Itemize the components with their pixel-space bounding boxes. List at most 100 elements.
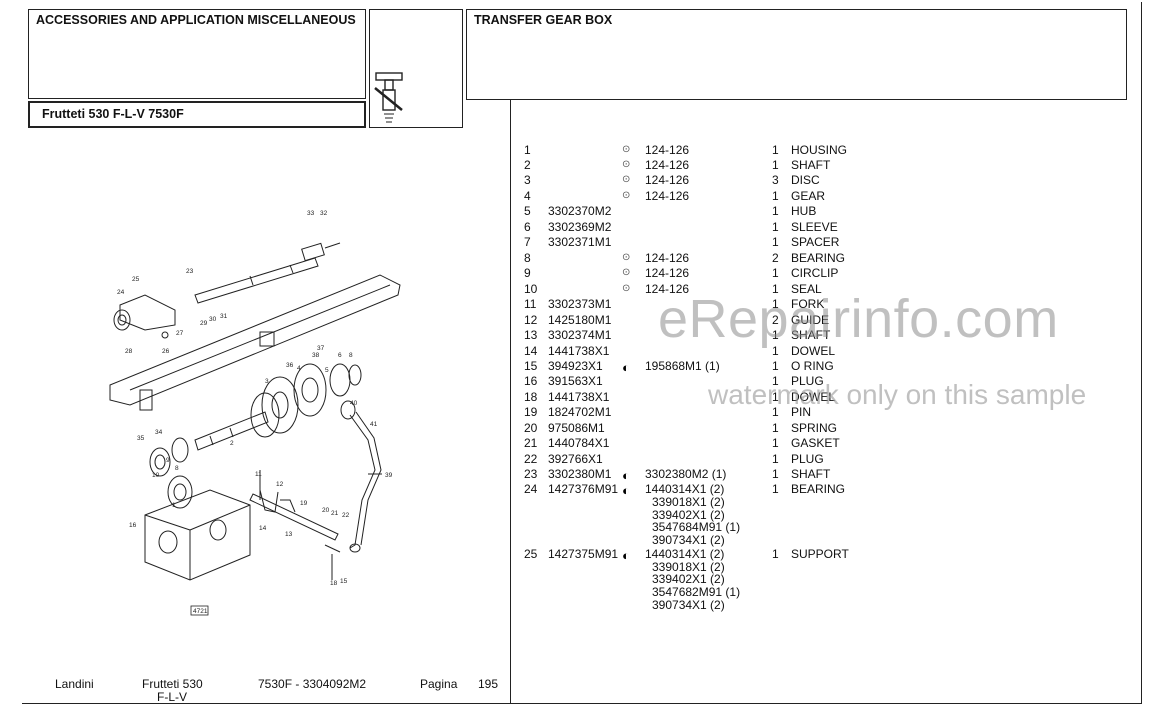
part-number-index: 12 (524, 313, 538, 327)
svg-text:6: 6 (338, 352, 342, 359)
description: SUPPORT (791, 547, 849, 561)
sub-ref-line: 339018X1 (2) (652, 560, 725, 574)
part-code: 3302380M1 (548, 467, 612, 481)
part-number-index: 7 (524, 235, 531, 249)
ref-symbol: ⊙ (622, 144, 631, 155)
part-number-index: 2 (524, 158, 531, 172)
parts-row: 13 3302374M1 1 SHAFT (0, 328, 1156, 344)
part-code: 1824702M1 (548, 405, 612, 419)
group-icon-box (369, 9, 463, 128)
footer-model-line1: Frutteti 530 (142, 677, 203, 691)
svg-text:12: 12 (276, 481, 284, 488)
description: SHAFT (791, 328, 831, 342)
quantity: 1 (772, 282, 779, 296)
part-number-index: 3 (524, 173, 531, 187)
quantity: 1 (772, 405, 779, 419)
figure-number: 4721 (193, 608, 208, 615)
quantity: 1 (772, 328, 779, 342)
description: GUIDE (791, 313, 830, 327)
svg-text:38: 38 (312, 352, 320, 359)
quantity: 1 (772, 547, 779, 561)
description: DISC (791, 173, 820, 187)
part-number-index: 21 (524, 436, 538, 450)
svg-text:1: 1 (172, 502, 176, 509)
quantity: 2 (772, 251, 779, 265)
quantity: 1 (772, 359, 779, 373)
ref-symbol: ⊙ (622, 283, 631, 294)
description: BEARING (791, 251, 846, 265)
group-icon (374, 72, 403, 123)
description: SPACER (791, 235, 840, 249)
quantity: 2 (772, 313, 779, 327)
description: CIRCLIP (791, 266, 839, 280)
svg-text:8: 8 (175, 465, 179, 472)
ref-symbol: ◐ (622, 483, 630, 498)
frame-bottom (22, 703, 1142, 704)
sub-ref-line: 339018X1 (2) (652, 495, 725, 509)
description: SHAFT (791, 158, 831, 172)
description: GASKET (791, 436, 840, 450)
footer-page-label: Pagina (420, 677, 458, 691)
quantity: 1 (772, 158, 779, 172)
quantity: 1 (772, 297, 779, 311)
svg-text:16: 16 (129, 522, 137, 529)
parts-row: 7 3302371M1 1 SPACER (0, 235, 1156, 251)
part-code: 1427376M91 (548, 482, 619, 496)
part-number-index: 6 (524, 220, 531, 234)
ref-code: 124-126 (645, 189, 690, 203)
footer-page-number: 195 (478, 677, 499, 691)
ref-code: 124-126 (645, 282, 690, 296)
part-number-index: 16 (524, 374, 538, 388)
part-code: 3302371M1 (548, 235, 612, 249)
frame-right (1141, 2, 1142, 704)
sub-ref-line: 339402X1 (2) (652, 572, 725, 586)
quantity: 1 (772, 452, 779, 466)
ref-symbol: ⊙ (622, 190, 631, 201)
part-number-index: 13 (524, 328, 538, 342)
quantity: 1 (772, 390, 779, 404)
watermark-main: eRepairinfo.com (658, 289, 1059, 349)
svg-text:14: 14 (259, 525, 267, 532)
svg-text:4: 4 (297, 365, 301, 372)
quantity: 1 (772, 220, 779, 234)
svg-text:5: 5 (325, 367, 329, 374)
svg-text:20: 20 (322, 507, 330, 514)
svg-text:22: 22 (342, 512, 350, 519)
quantity: 1 (772, 374, 779, 388)
ref-code: 1440314X1 (2) (645, 547, 725, 561)
quantity: 1 (772, 482, 779, 496)
description: PLUG (791, 374, 824, 388)
part-code: 394923X1 (548, 359, 603, 373)
svg-text:21: 21 (331, 510, 339, 517)
part-code: 1427375M91 (548, 547, 619, 561)
part-code: 1425180M1 (548, 313, 612, 327)
ref-symbol: ⊙ (622, 159, 631, 170)
svg-text:41: 41 (370, 421, 378, 428)
footer-model-line2: F-L-V (157, 690, 187, 704)
model-box (28, 101, 366, 128)
part-number-index: 11 (524, 297, 537, 311)
part-code: 3302373M1 (548, 297, 612, 311)
part-number-index: 19 (524, 405, 538, 419)
description: GEAR (791, 189, 826, 203)
ref-code: 3302380M2 (1) (645, 467, 727, 481)
description: O RING (791, 359, 834, 373)
footer-code: 7530F - 3304092M2 (258, 677, 367, 691)
quantity: 1 (772, 235, 779, 249)
part-code: 3302374M1 (548, 328, 612, 342)
svg-text:33: 33 (307, 210, 315, 217)
quantity: 1 (772, 467, 779, 481)
part-code: 3302370M2 (548, 204, 612, 218)
svg-text:34: 34 (155, 429, 163, 436)
svg-text:23: 23 (186, 268, 194, 275)
parts-row: 12 1425180M1 2 GUIDE (0, 313, 1156, 329)
description: FORK (791, 297, 825, 311)
